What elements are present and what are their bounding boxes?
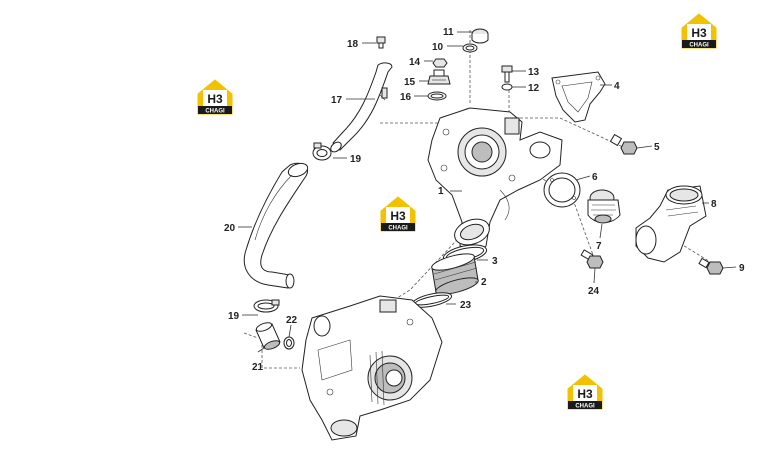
- watermark-logo: H3 CHAGI: [380, 196, 416, 232]
- svg-text:H3: H3: [691, 26, 707, 40]
- part-15-sensor: [427, 69, 451, 85]
- callout-19-lower: 19: [228, 311, 240, 322]
- part-20-hose: [243, 162, 309, 289]
- svg-text:H3: H3: [390, 209, 406, 223]
- callout-10: 10: [432, 42, 444, 53]
- part-14-nut: [432, 58, 448, 68]
- part-8-elbow-housing: [635, 185, 707, 263]
- callout-19-upper: 19: [350, 154, 362, 165]
- callout-5: 5: [654, 142, 660, 153]
- callout-13: 13: [528, 67, 540, 78]
- callout-1: 1: [438, 186, 444, 197]
- callout-17: 17: [331, 95, 343, 106]
- callout-2: 2: [481, 277, 487, 288]
- part-16-oring: [427, 91, 447, 101]
- watermark-logo: H3 CHAGI: [567, 374, 603, 410]
- svg-text:CHAGI: CHAGI: [205, 109, 225, 115]
- callout-20: 20: [224, 223, 236, 234]
- callout-8: 8: [711, 199, 717, 210]
- part-17-pipe: [330, 62, 393, 153]
- callout-9: 9: [739, 263, 745, 274]
- water-pump-assembly: [301, 295, 443, 441]
- part-5-bolt: [609, 133, 638, 155]
- callout-6: 6: [592, 172, 598, 183]
- part-12-washer: [501, 83, 513, 91]
- callout-18: 18: [347, 39, 359, 50]
- callout-23: 23: [460, 300, 472, 311]
- callout-4: 4: [614, 81, 620, 92]
- part-1-housing: [427, 107, 563, 253]
- watermark-logo: H3 CHAGI: [197, 79, 233, 115]
- callout-3: 3: [492, 256, 498, 267]
- part-21-tube: [255, 322, 281, 350]
- part-18-bolt: [376, 36, 386, 49]
- callout-16: 16: [400, 92, 412, 103]
- svg-text:H3: H3: [577, 387, 593, 401]
- part-2-seal: [431, 253, 479, 295]
- callout-15: 15: [404, 77, 416, 88]
- callout-21: 21: [252, 362, 264, 373]
- svg-text:CHAGI: CHAGI: [388, 226, 408, 232]
- part-19-clamp-lower: [253, 299, 280, 313]
- part-11-cap: [471, 28, 489, 44]
- callout-12: 12: [528, 83, 540, 94]
- part-7-thermostat: [587, 189, 621, 224]
- part-22-oring: [283, 336, 295, 350]
- callouts: 1 2 3 4 5 6 7 8 9 10 11 12 13 14 15 16 1…: [224, 27, 745, 373]
- leader-lines: [238, 31, 737, 353]
- part-13-bolt: [501, 65, 513, 83]
- svg-text:CHAGI: CHAGI: [689, 43, 709, 49]
- part-9-bolt: [698, 257, 724, 275]
- part-19-clamp-upper: [312, 142, 332, 161]
- part-10-washer: [462, 43, 478, 53]
- callout-24: 24: [588, 286, 600, 297]
- callout-7: 7: [596, 241, 602, 252]
- svg-text:CHAGI: CHAGI: [575, 404, 595, 410]
- callout-22: 22: [286, 315, 298, 326]
- svg-text:H3: H3: [207, 92, 223, 106]
- part-4-gasket: [551, 71, 606, 123]
- part-6-gasket-ring: [543, 172, 581, 208]
- watermark-logo: H3 CHAGI: [681, 13, 717, 49]
- callout-14: 14: [409, 57, 421, 68]
- part-24-bolt: [580, 249, 604, 269]
- callout-11: 11: [443, 27, 454, 38]
